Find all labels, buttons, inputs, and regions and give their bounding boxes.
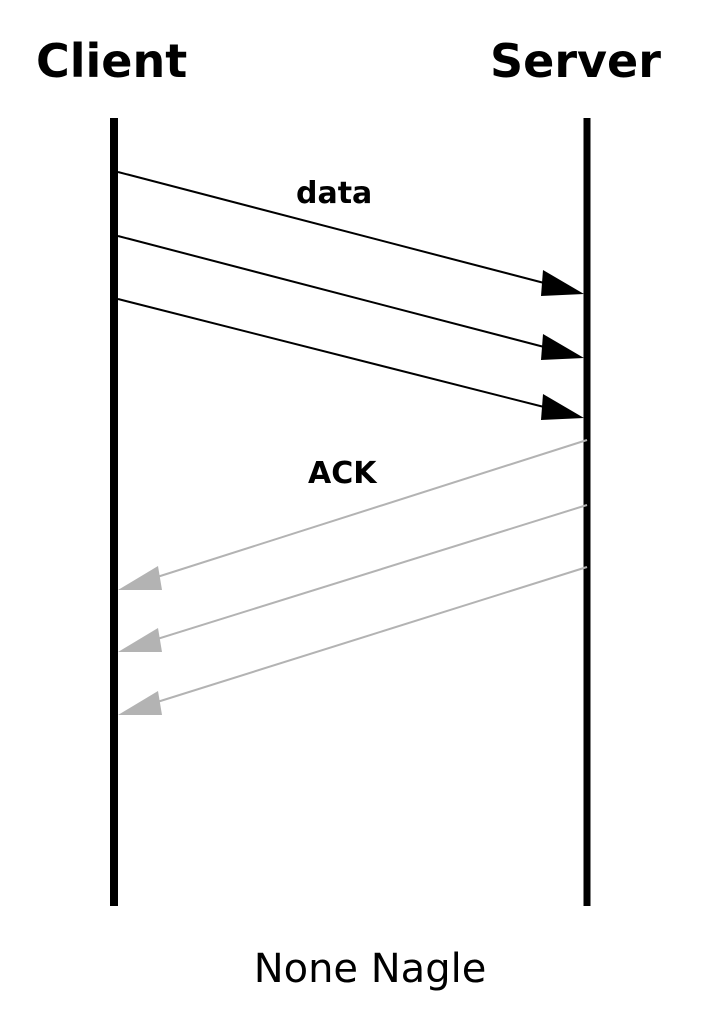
data-arrowhead-icon xyxy=(541,394,584,420)
data-arrowhead-icon xyxy=(541,270,584,296)
ack-message-label: ACK xyxy=(308,456,377,491)
client-label: Client xyxy=(36,34,188,88)
data-arrowhead-icon xyxy=(541,334,584,360)
ack-arrowhead-icon xyxy=(118,691,162,715)
data-message-label: data xyxy=(296,176,373,211)
ack-arrow-3 xyxy=(153,566,588,704)
data-arrow-3 xyxy=(117,298,549,409)
server-label: Server xyxy=(490,34,661,88)
ack-arrowhead-icon xyxy=(118,566,162,590)
data-arrows xyxy=(117,171,584,420)
diagram-caption: None Nagle xyxy=(253,946,487,992)
data-arrow-2 xyxy=(117,235,549,349)
ack-arrowhead-icon xyxy=(118,628,162,652)
ack-arrow-2 xyxy=(153,504,588,641)
ack-arrows xyxy=(118,439,588,715)
ack-arrow-1 xyxy=(153,439,588,579)
data-arrow-1 xyxy=(117,171,549,285)
